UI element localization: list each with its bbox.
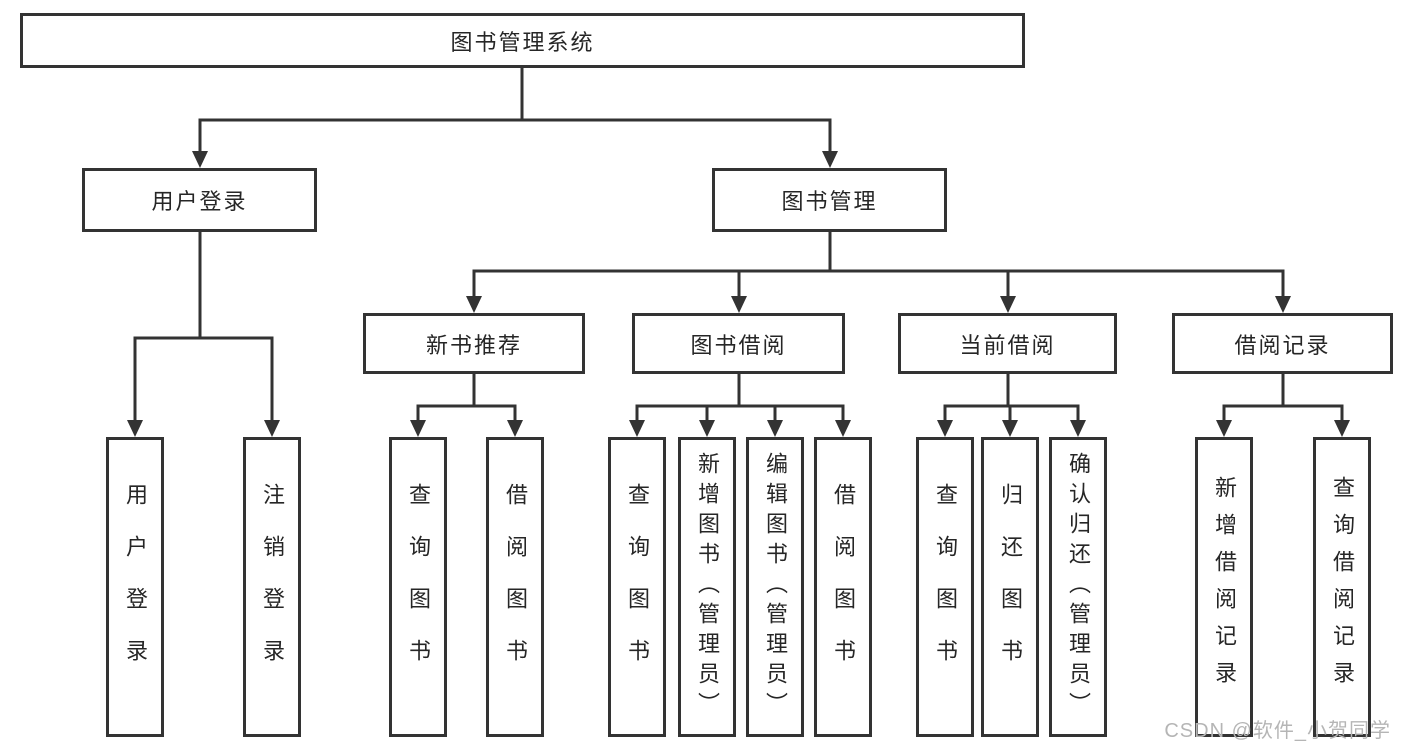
leaf-logout: 注销登录 [243, 437, 301, 737]
leaf-label: 新增借阅记录 [1212, 476, 1237, 698]
leaf-label: 编辑图书（管理员） [763, 452, 788, 722]
leaf-query-books-rec: 查询图书 [389, 437, 447, 737]
leaf-edit-books-admin: 编辑图书（管理员） [746, 437, 804, 737]
csdn-watermark: CSDN @软件_小贺同学 [1164, 720, 1391, 742]
leaf-user-login: 用户登录 [106, 437, 164, 737]
leaf-add-books-admin: 新增图书（管理员） [678, 437, 736, 737]
node-book-management: 图书管理 [712, 168, 947, 232]
leaf-label: 新增图书（管理员） [695, 452, 720, 722]
leaf-borrow-books-rec: 借阅图书 [486, 437, 544, 737]
leaf-label: 查询图书 [406, 483, 431, 691]
leaf-label: 用户登录 [123, 483, 148, 691]
leaf-add-borrow-record: 新增借阅记录 [1195, 437, 1253, 737]
node-new-book-recommend: 新书推荐 [363, 313, 585, 374]
node-book-borrow: 图书借阅 [632, 313, 845, 374]
node-user-login: 用户登录 [82, 168, 317, 232]
leaf-query-books-borrow: 查询图书 [608, 437, 666, 737]
leaf-return-books: 归还图书 [981, 437, 1039, 737]
leaf-label: 归还图书 [998, 483, 1023, 691]
leaf-label: 查询借阅记录 [1330, 476, 1355, 698]
leaf-label: 注销登录 [260, 483, 285, 691]
node-current-borrow: 当前借阅 [898, 313, 1117, 374]
leaf-label: 借阅图书 [831, 483, 856, 691]
leaf-query-books-current: 查询图书 [916, 437, 974, 737]
leaf-borrow-books: 借阅图书 [814, 437, 872, 737]
node-borrow-record: 借阅记录 [1172, 313, 1393, 374]
leaf-label: 查询图书 [933, 483, 958, 691]
leaf-label: 借阅图书 [503, 483, 528, 691]
leaf-confirm-return-admin: 确认归还（管理员） [1049, 437, 1107, 737]
leaf-query-borrow-record: 查询借阅记录 [1313, 437, 1371, 737]
node-root: 图书管理系统 [20, 13, 1025, 68]
leaf-label: 确认归还（管理员） [1066, 452, 1091, 722]
leaf-label: 查询图书 [625, 483, 650, 691]
